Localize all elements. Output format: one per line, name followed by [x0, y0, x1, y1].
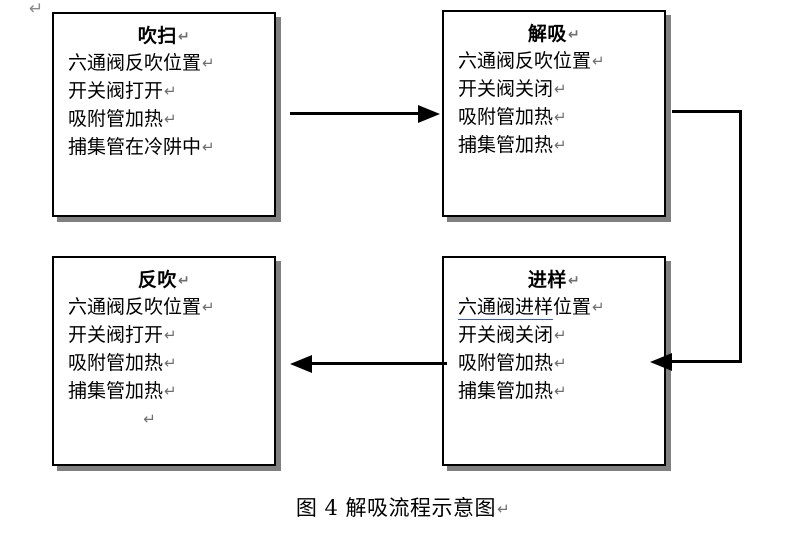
return-mark-icon: ↵ — [164, 325, 177, 344]
box-line: 六通阀反吹位置↵ — [68, 50, 270, 78]
box-line-text: 捕集管加热 — [458, 379, 554, 402]
box-title-text: 进样 — [527, 269, 567, 291]
box-line: 开关阀关闭↵ — [458, 76, 660, 104]
arrow-segment-right — [739, 110, 742, 363]
box-line-text: 吸附管加热 — [68, 107, 164, 130]
return-mark-icon: ↵ — [164, 81, 177, 100]
box-line: 捕集管加热↵ — [68, 378, 270, 406]
return-mark-icon: ↵ — [164, 381, 177, 400]
box-line-text-rest: 位置 — [553, 296, 592, 318]
return-mark-icon: ↵ — [164, 109, 177, 128]
box-line: 开关阀打开↵ — [68, 322, 270, 350]
return-mark-icon: ↵ — [164, 353, 177, 372]
return-mark-icon: ↵ — [554, 107, 567, 126]
arrow-shaft — [290, 112, 423, 115]
box-title-text: 解吸 — [527, 23, 567, 45]
arrow-segment-top — [672, 110, 742, 113]
box-lines-backflush: 六通阀反吹位置↵ 开关阀打开↵ 吸附管加热↵ 捕集管加热↵ ↵ — [54, 294, 274, 434]
box-line-text: 开关阀关闭 — [458, 323, 554, 346]
return-mark-icon: ↵ — [554, 135, 567, 154]
box-title-text: 吹扫 — [137, 25, 177, 47]
return-mark-icon: ↵ — [177, 273, 191, 289]
box-line-empty: ↵ — [68, 406, 270, 434]
return-mark-icon: ↵ — [592, 298, 605, 316]
box-line-text: 捕集管在冷阱中 — [68, 135, 202, 158]
box-title-purge: 吹扫↵ — [54, 27, 274, 46]
arrow-head-left-icon — [650, 353, 672, 371]
box-title-desorb: 解吸↵ — [444, 25, 664, 44]
box-line-text: 捕集管加热 — [68, 379, 164, 402]
box-line: 吸附管加热↵ — [458, 104, 660, 132]
box-line: 吸附管加热↵ — [68, 106, 270, 134]
return-mark-icon: ↵ — [497, 500, 511, 518]
return-mark-icon: ↵ — [554, 325, 567, 344]
flowchart-box-purge[interactable]: 吹扫↵ 六通阀反吹位置↵ 开关阀打开↵ 吸附管加热↵ 捕集管在冷阱中↵ — [52, 12, 276, 217]
return-mark-icon: ↵ — [202, 137, 215, 156]
box-line-text: 开关阀关闭 — [458, 77, 554, 100]
box-title-backflush: 反吹↵ — [54, 271, 274, 290]
flowchart-box-desorb[interactable]: 解吸↵ 六通阀反吹位置↵ 开关阀关闭↵ 吸附管加热↵ 捕集管加热↵ — [442, 10, 666, 217]
box-line-text: 六通阀反吹位置 — [68, 52, 202, 74]
box-line: 开关阀打开↵ — [68, 78, 270, 106]
box-line-text: 六通阀反吹位置 — [68, 296, 202, 318]
box-lines-purge: 六通阀反吹位置↵ 开关阀打开↵ 吸附管加热↵ 捕集管在冷阱中↵ — [54, 50, 274, 162]
flowchart-box-backflush[interactable]: 反吹↵ 六通阀反吹位置↵ 开关阀打开↵ 吸附管加热↵ 捕集管加热↵ ↵ — [52, 256, 276, 466]
return-mark-icon: ↵ — [567, 27, 581, 43]
box-line: 六通阀反吹位置↵ — [458, 48, 660, 76]
box-lines-inject: 六通阀进样位置↵ 开关阀关闭↵ 吸附管加热↵ 捕集管加热↵ — [444, 294, 664, 406]
return-mark-icon: ↵ — [143, 409, 156, 428]
return-mark-icon: ↵ — [554, 353, 567, 372]
box-line: 开关阀关闭↵ — [458, 322, 660, 350]
return-mark-icon: ↵ — [554, 381, 567, 400]
return-mark-icon: ↵ — [567, 273, 581, 289]
box-line: 捕集管在冷阱中↵ — [68, 134, 270, 162]
return-mark-icon: ↵ — [592, 52, 605, 70]
box-line: 捕集管加热↵ — [458, 132, 660, 160]
box-line: 吸附管加热↵ — [68, 350, 270, 378]
flowchart-box-inject[interactable]: 进样↵ 六通阀进样位置↵ 开关阀关闭↵ 吸附管加热↵ 捕集管加热↵ — [442, 256, 666, 466]
return-mark-icon: ↵ — [202, 298, 215, 316]
return-mark-icon: ↵ — [177, 29, 191, 45]
box-line-text: 开关阀打开 — [68, 323, 164, 346]
box-line-text: 吸附管加热 — [458, 351, 554, 374]
box-line-text: 吸附管加热 — [68, 351, 164, 374]
box-line-text: 六通阀反吹位置 — [458, 50, 592, 72]
box-line: 吸附管加热↵ — [458, 350, 660, 378]
arrow-segment-bottom — [672, 360, 742, 363]
box-line: 六通阀反吹位置↵ — [68, 294, 270, 322]
box-lines-desorb: 六通阀反吹位置↵ 开关阀关闭↵ 吸附管加热↵ 捕集管加热↵ — [444, 48, 664, 160]
return-mark-icon: ↵ — [202, 54, 215, 72]
figure-caption: 图 4 解吸流程示意图↵ — [0, 496, 806, 521]
arrow-head-left-icon — [290, 355, 312, 373]
box-title-text: 反吹 — [137, 269, 177, 291]
box-line-text: 开关阀打开 — [68, 79, 164, 102]
page-return-mark: ↵ — [29, 0, 44, 19]
box-line: 捕集管加热↵ — [458, 378, 660, 406]
box-line-underlined: 六通阀进样位置↵ — [458, 294, 660, 322]
box-line-text-underlined: 六通阀进样 — [458, 296, 554, 320]
figure-caption-text: 图 4 解吸流程示意图 — [295, 496, 497, 520]
box-title-inject: 进样↵ — [444, 271, 664, 290]
arrow-shaft — [311, 362, 447, 365]
return-mark-icon: ↵ — [554, 79, 567, 98]
arrow-head-right-icon — [418, 105, 440, 123]
box-line-text: 捕集管加热 — [458, 133, 554, 156]
box-line-text: 吸附管加热 — [458, 105, 554, 128]
